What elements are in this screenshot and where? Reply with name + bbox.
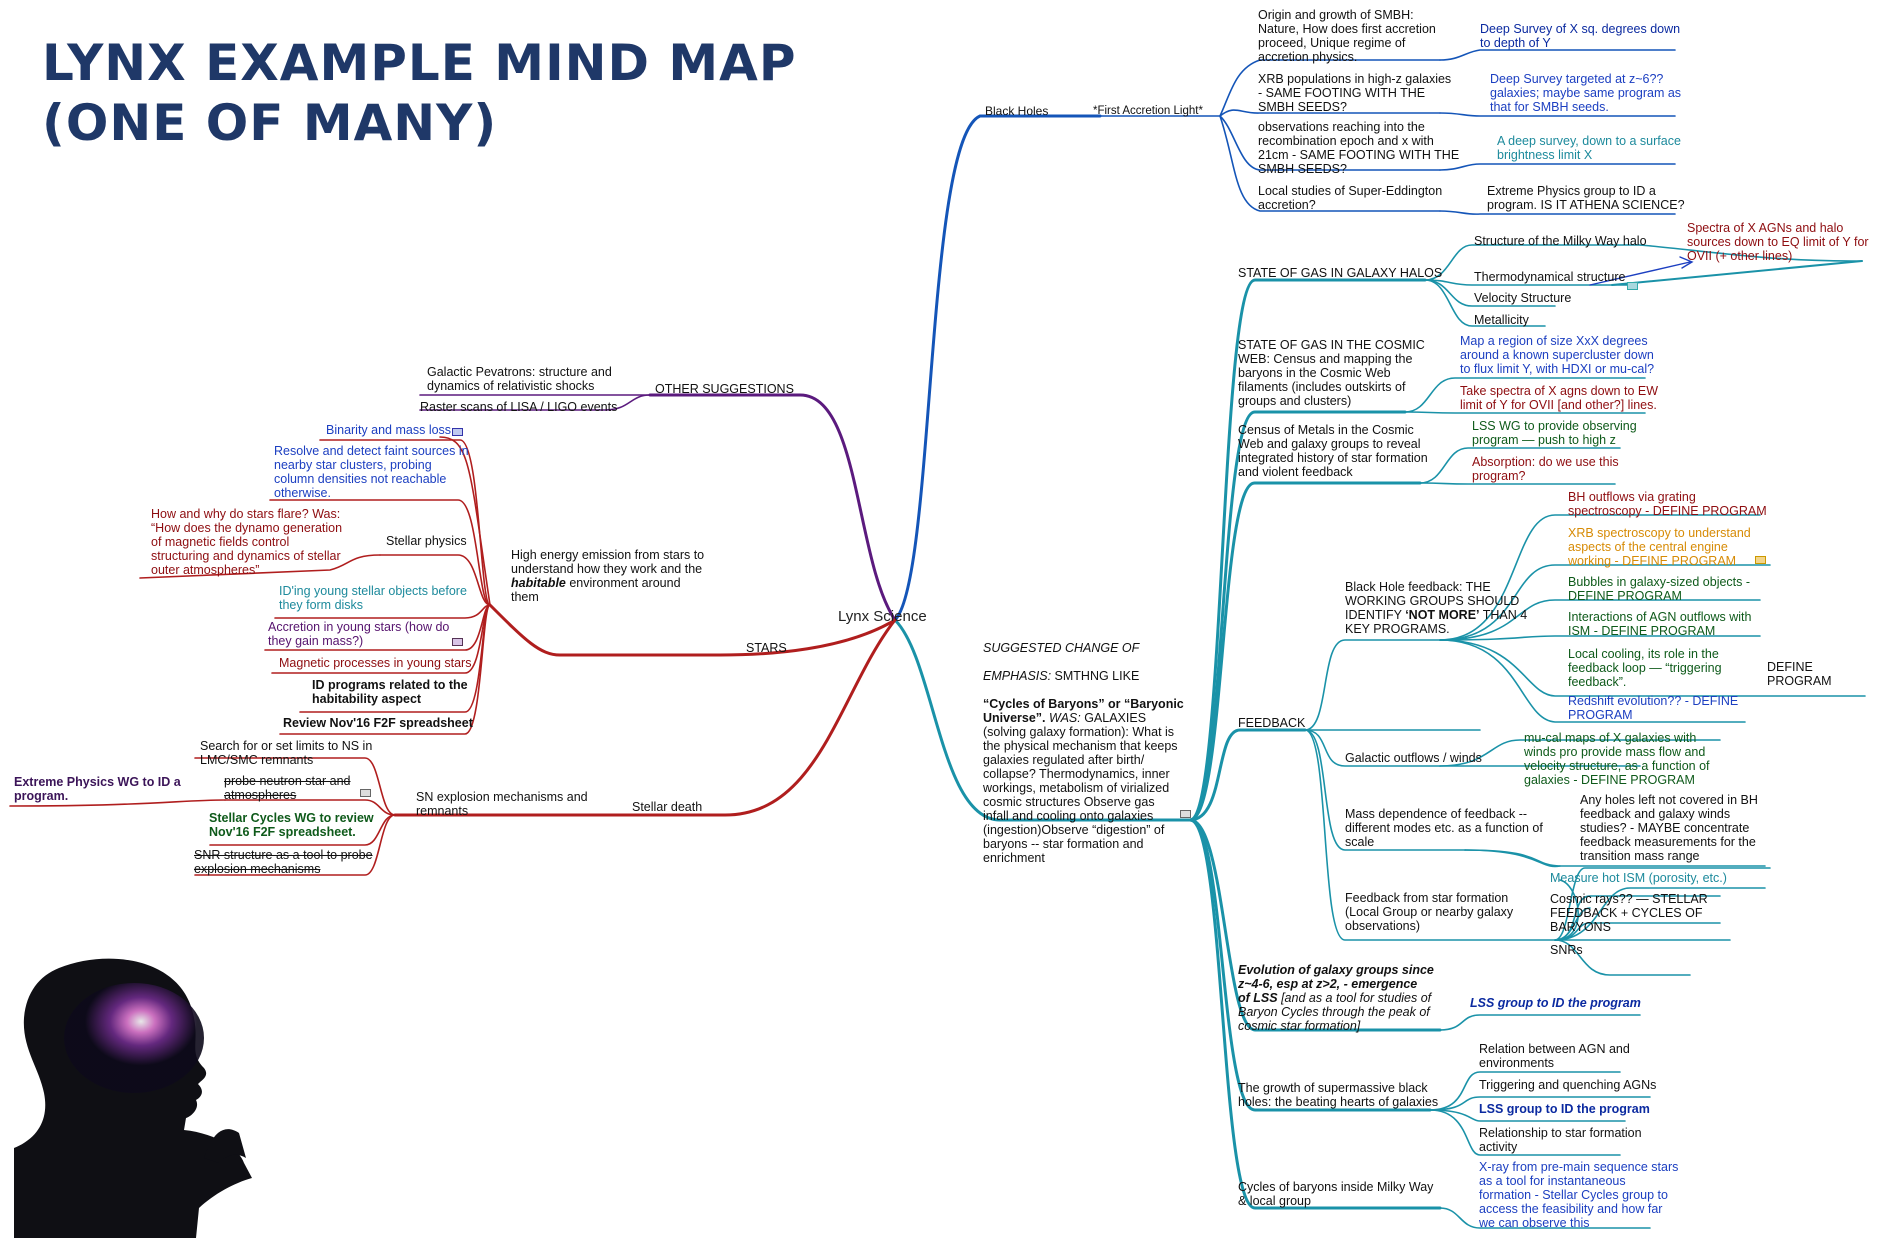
feedback-define-program: DEFINE PROGRAM bbox=[1767, 660, 1832, 688]
halo-structure: Structure of the Milky Way halo bbox=[1474, 234, 1647, 248]
feedback-galactic-outflows: Galactic outflows / winds bbox=[1345, 751, 1482, 765]
feedback-holes-left: Any holes left not covered in BH feedbac… bbox=[1580, 793, 1758, 863]
page-title-line2: (ONE OF MANY) bbox=[42, 94, 498, 152]
node-milky-way: Cycles of baryons inside Milky Way & loc… bbox=[1238, 1180, 1434, 1208]
feedback-mu-cal-maps: mu-cal maps of X galaxies with winds pro… bbox=[1524, 731, 1710, 787]
node-smbh-growth: The growth of supermassive black holes: … bbox=[1238, 1081, 1439, 1109]
stars-resolve-faint: Resolve and detect faint sources in near… bbox=[274, 444, 469, 500]
stars-high-energy: High energy emission from stars to under… bbox=[511, 548, 705, 604]
stars-id-programs: ID programs related to the habitability … bbox=[312, 678, 468, 706]
stars-stellar-physics: Stellar physics bbox=[386, 534, 467, 548]
death-extreme-physics-wg: Extreme Physics WG to ID a program. bbox=[14, 775, 181, 803]
halo-thermodynamical: Thermodynamical structure bbox=[1474, 270, 1626, 284]
bh-node-recombination: observations reaching into the recombina… bbox=[1258, 120, 1460, 176]
node-black-holes: Black Holes bbox=[985, 104, 1049, 118]
metals-lss-wg: LSS WG to provide observing program — pu… bbox=[1472, 419, 1637, 447]
feedback-local-cooling: Local cooling, its role in the feedback … bbox=[1568, 647, 1722, 689]
other-raster-scans: Raster scans of LISA / LIGO events bbox=[420, 400, 618, 414]
bh-node-super-eddington: Local studies of Super-Eddington accreti… bbox=[1258, 184, 1443, 212]
note-icon[interactable] bbox=[1755, 556, 1766, 564]
stars-young-objects: ID'ing young stellar objects before they… bbox=[279, 584, 467, 612]
feedback-star-formation: Feedback from star formation (Local Grou… bbox=[1345, 891, 1514, 933]
node-first-accretion-light: *First Accretion Light* bbox=[1093, 105, 1203, 117]
bh-node-super-eddington-program: Extreme Physics group to ID a program. I… bbox=[1487, 184, 1685, 212]
note-icon[interactable] bbox=[452, 638, 463, 646]
evolution-lss-group: LSS group to ID the program bbox=[1470, 996, 1641, 1010]
stars-magnetic: Magnetic processes in young stars bbox=[279, 656, 472, 670]
death-snr-structure: SNR structure as a tool to probe explosi… bbox=[194, 848, 373, 876]
node-stars: STARS bbox=[746, 641, 787, 655]
feedback-redshift: Redshift evolution?? - DEFINE PROGRAM bbox=[1568, 694, 1739, 722]
death-stellar-cycles-wg: Stellar Cycles WG to review Nov'16 F2F s… bbox=[209, 811, 374, 839]
node-feedback: FEEDBACK bbox=[1238, 716, 1306, 730]
halo-spectra-note: Spectra of X AGNs and halo sources down … bbox=[1687, 221, 1869, 263]
cosmic-web-spectra: Take spectra of X agns down to EW limit … bbox=[1460, 384, 1659, 412]
stars-review-spreadsheet: Review Nov'16 F2F spreadsheet bbox=[283, 716, 473, 730]
smbh-star-formation: Relationship to star formation activity bbox=[1479, 1126, 1642, 1154]
feedback-xrb-spectroscopy: XRB spectroscopy to understand aspects o… bbox=[1568, 526, 1751, 568]
milky-way-x-ray: X-ray from pre-main sequence stars as a … bbox=[1479, 1160, 1679, 1230]
node-gas-halos: STATE OF GAS IN GALAXY HALOS bbox=[1238, 266, 1443, 280]
feedback-hot-ism: Measure hot ISM (porosity, etc.) bbox=[1550, 871, 1727, 885]
feedback-cosmic-rays: Cosmic rays?? — STELLAR FEEDBACK + CYCLE… bbox=[1550, 892, 1708, 934]
feedback-mass-dependence: Mass dependence of feedback -- different… bbox=[1345, 807, 1543, 849]
woman-silhouette-nebula-icon bbox=[14, 958, 252, 1238]
feedback-bubbles: Bubbles in galaxy-sized objects - DEFINE… bbox=[1568, 575, 1751, 603]
stars-binarity: Binarity and mass loss bbox=[326, 423, 452, 437]
bh-node-xrb: XRB populations in high-z galaxies - SAM… bbox=[1258, 72, 1452, 114]
death-sn-explosion: SN explosion mechanisms and remnants bbox=[416, 790, 588, 818]
note-icon[interactable] bbox=[452, 428, 463, 436]
smbh-agn-environment: Relation between AGN and environments bbox=[1479, 1042, 1630, 1070]
stars-accretion: Accretion in young stars (how do they ga… bbox=[268, 620, 450, 648]
smbh-triggering: Triggering and quenching AGNs bbox=[1479, 1078, 1657, 1092]
note-icon[interactable] bbox=[1180, 810, 1191, 818]
node-metals: Census of Metals in the Cosmic Web and g… bbox=[1238, 423, 1428, 479]
feedback-bh-outflows: BH outflows via grating spectroscopy - D… bbox=[1568, 490, 1767, 518]
feedback-snrs: SNRs bbox=[1550, 943, 1583, 957]
bh-node-recombination-program: A deep survey, down to a surface brightn… bbox=[1497, 134, 1681, 162]
halo-metallicity: Metallicity bbox=[1474, 313, 1529, 327]
node-stellar-death: Stellar death bbox=[632, 800, 703, 814]
death-probe-neutron-star: probe neutron star and atmospheres bbox=[224, 774, 351, 802]
bh-node-origin: Origin and growth of SMBH: Nature, How d… bbox=[1258, 8, 1436, 64]
stars-flare: How and why do stars flare? Was: “How do… bbox=[151, 507, 343, 577]
bh-node-xrb-program: Deep Survey targeted at z~6?? galaxies; … bbox=[1490, 72, 1682, 114]
note-icon[interactable] bbox=[360, 789, 371, 797]
cosmic-web-map: Map a region of size XxX degrees around … bbox=[1460, 334, 1655, 376]
death-search-ns: Search for or set limits to NS in LMC/SM… bbox=[200, 739, 373, 767]
halo-velocity: Velocity Structure bbox=[1474, 291, 1572, 305]
other-pevatrons: Galactic Pevatrons: structure and dynami… bbox=[427, 365, 612, 393]
feedback-black-hole: Black Hole feedback: THE WORKING GROUPS … bbox=[1345, 580, 1528, 636]
smbh-lss-group: LSS group to ID the program bbox=[1479, 1102, 1650, 1116]
page-title-line1: LYNX EXAMPLE MIND MAP bbox=[42, 34, 797, 92]
metals-absorption: Absorption: do we use this program? bbox=[1472, 455, 1619, 483]
node-evolution-groups: Evolution of galaxy groups since z~4-6, … bbox=[1238, 963, 1434, 1033]
feedback-agn-ism: Interactions of AGN outflows with ISM - … bbox=[1568, 610, 1752, 638]
node-other-suggestions: OTHER SUGGESTIONS bbox=[655, 382, 794, 396]
note-icon[interactable] bbox=[1627, 282, 1638, 290]
center-node: Lynx Science bbox=[838, 608, 927, 625]
node-baryons: SUGGESTED CHANGE OF EMPHASIS: SMTHNG LIK… bbox=[983, 641, 1184, 865]
node-cosmic-web: STATE OF GAS IN THE COSMIC WEB: Census a… bbox=[1238, 338, 1425, 408]
bh-node-origin-program: Deep Survey of X sq. degrees down to dep… bbox=[1480, 22, 1681, 50]
